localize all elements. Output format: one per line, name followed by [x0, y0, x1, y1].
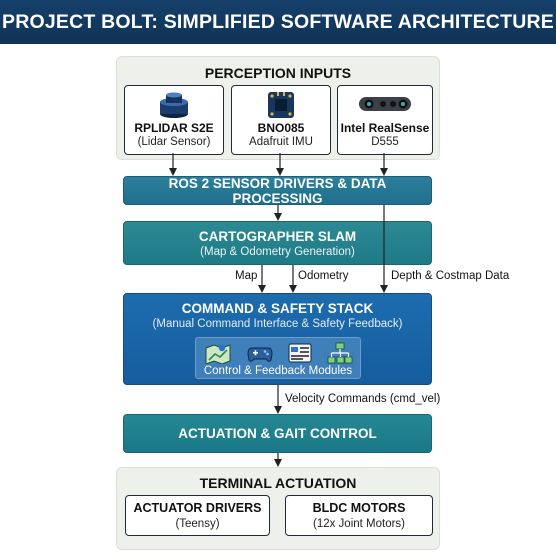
- flow-arrows: [0, 0, 556, 555]
